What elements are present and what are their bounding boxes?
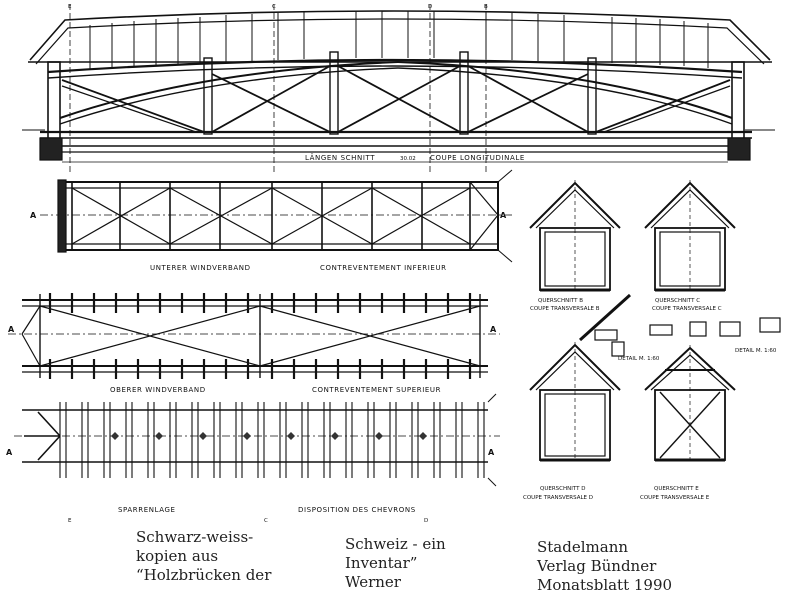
mark-a-right-2: A xyxy=(490,325,497,334)
mark-a-left-1: A xyxy=(30,211,37,220)
cross-section-c xyxy=(644,180,736,292)
long-section-label-fr: COUPE LONGITUDINALE xyxy=(430,154,525,162)
section-e-label-fr: COUPE TRANSVERSALE E xyxy=(640,495,710,501)
mark-e-bottom: E xyxy=(68,518,72,524)
mark-a-left-2: A xyxy=(8,325,15,334)
drawing-labels: LÄNGEN SCHNITT 30.02 COUPE LONGITUDINALE… xyxy=(6,4,777,524)
caption-left-line-2: kopien aus xyxy=(136,547,219,565)
caption-right-line-3: Monatsblatt 1990 xyxy=(537,576,673,594)
detail-1-label: DETAIL M. 1:60 xyxy=(618,356,660,362)
caption-right-line-1: Stadelmann xyxy=(537,538,629,556)
mark-a-right-1: A xyxy=(500,211,507,220)
mark-b-top: B xyxy=(484,4,488,10)
mark-d-top: D xyxy=(428,4,432,10)
section-d-label: QUERSCHNITT D xyxy=(540,486,585,492)
caption-left-line-1: Schwarz-weiss- xyxy=(136,528,254,546)
rafters-label-fr: DISPOSITION DES CHEVRONS xyxy=(298,506,416,514)
section-c-label: QUERSCHNITT C xyxy=(655,298,700,304)
caption-right-line-2: Verlag Bündner xyxy=(537,557,657,575)
rafters-label: SPARRENLAGE xyxy=(118,506,176,514)
caption-middle: Schweiz - ein Inventar” Werner xyxy=(345,535,446,592)
mark-c-top: C xyxy=(272,4,276,10)
detail-drawings xyxy=(578,293,781,357)
upper-bracing-label-fr: CONTREVENTEMENT SUPERIEUR xyxy=(312,386,441,394)
section-c-label-fr: COUPE TRANSVERSALE C xyxy=(652,306,722,312)
mark-e-top: E xyxy=(68,4,72,10)
section-e-label: QUERSCHNITT E xyxy=(654,486,699,492)
caption-middle-line-1: Schweiz - ein xyxy=(345,535,446,553)
cross-section-b xyxy=(529,180,621,292)
caption-middle-line-3: Werner xyxy=(345,573,401,591)
caption-left: Schwarz-weiss- kopien aus “Holzbrücken d… xyxy=(136,528,271,585)
section-d-label-fr: COUPE TRANSVERSALE D xyxy=(523,495,593,501)
caption-left-line-3: “Holzbrücken der xyxy=(136,566,272,584)
span-label: 30.02 xyxy=(400,156,416,162)
cross-section-d xyxy=(529,342,621,462)
mark-a-left-3: A xyxy=(6,448,13,457)
long-section-label: LÄNGEN SCHNITT xyxy=(305,153,375,162)
section-b-label: QUERSCHNITT B xyxy=(538,298,583,304)
longitudinal-section xyxy=(22,4,775,175)
mark-d-bottom: D xyxy=(424,518,428,524)
rafter-layout xyxy=(14,393,500,487)
mark-c-bottom: C xyxy=(264,518,268,524)
cross-section-e xyxy=(644,345,736,462)
caption-middle-line-2: Inventar” xyxy=(345,554,418,572)
caption-right: Stadelmann Verlag Bündner Monatsblatt 19… xyxy=(537,538,672,595)
lower-bracing-label: UNTERER WINDVERBAND xyxy=(150,264,251,272)
lower-wind-bracing xyxy=(40,169,515,263)
detail-2-label: DETAIL M. 1:60 xyxy=(735,348,777,354)
mark-a-right-3: A xyxy=(488,448,495,457)
upper-wind-bracing xyxy=(8,293,500,379)
lower-bracing-label-fr: CONTREVENTEMENT INFERIEUR xyxy=(320,264,447,272)
section-b-label-fr: COUPE TRANSVERSALE B xyxy=(530,306,600,312)
upper-bracing-label: OBERER WINDVERBAND xyxy=(110,386,206,394)
